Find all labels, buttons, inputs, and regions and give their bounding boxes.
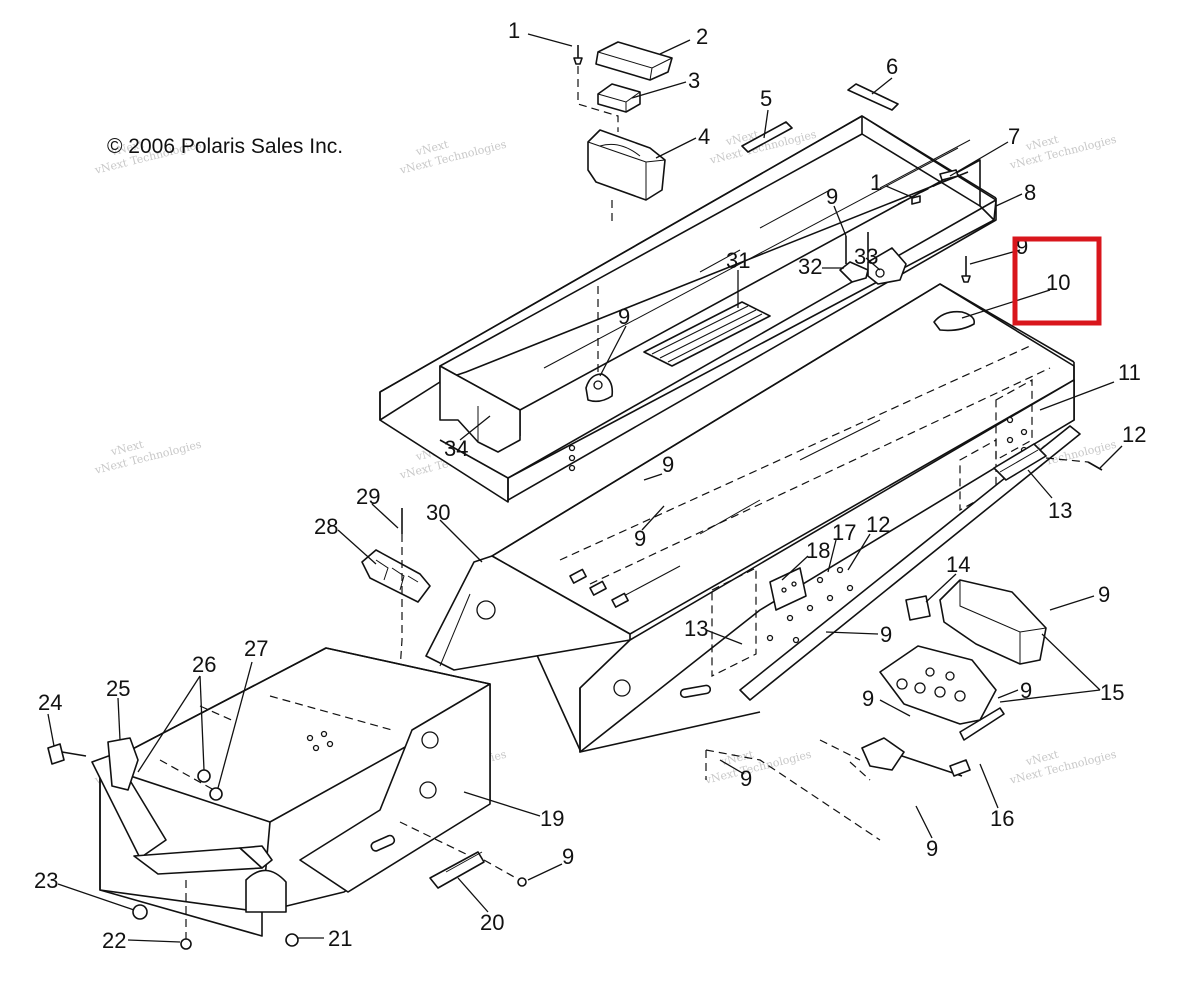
callout-9: 9 xyxy=(662,452,674,477)
callout-11: 11 xyxy=(1118,360,1141,385)
callout-29: 29 xyxy=(356,484,380,509)
callout-9: 9 xyxy=(880,622,892,647)
callout-34: 34 xyxy=(444,436,468,461)
upper-frame xyxy=(379,115,997,503)
svg-text:vNext Technologies: vNext Technologies xyxy=(93,438,203,477)
copyright-notice: © 2006 Polaris Sales Inc. xyxy=(107,135,343,158)
callout-13: 13 xyxy=(1048,498,1072,523)
callout-15: 15 xyxy=(1100,680,1124,705)
callout-24: 24 xyxy=(38,690,62,715)
callout-1: 1 xyxy=(508,18,520,43)
callout-33: 33 xyxy=(854,244,878,269)
callout-9: 9 xyxy=(926,836,938,861)
footrest-assembly xyxy=(47,647,527,950)
callout-18: 18 xyxy=(806,538,830,563)
callout-14: 14 xyxy=(946,552,970,577)
callout-6: 6 xyxy=(886,54,898,79)
watermark: vNext vNext Technologies xyxy=(1008,133,1118,172)
callout-32: 32 xyxy=(798,254,822,279)
leader-lines xyxy=(47,33,1123,943)
callout-25: 25 xyxy=(106,676,130,701)
callout-2: 2 xyxy=(696,24,708,49)
callout-1: 1 xyxy=(870,170,882,195)
callout-12: 12 xyxy=(1122,422,1146,447)
callout-23: 23 xyxy=(34,868,58,893)
callout-9: 9 xyxy=(634,526,646,551)
callout-9: 9 xyxy=(562,844,574,869)
callout-labels: 1 2 3 4 5 6 7 1 8 9 9 10 11 12 13 9 31 3… xyxy=(34,18,1146,953)
callout-9: 9 xyxy=(1098,582,1110,607)
callout-16: 16 xyxy=(990,806,1014,831)
callout-12: 12 xyxy=(866,512,890,537)
watermark: vNext vNext Technologies xyxy=(93,438,203,477)
part-cap-assembly xyxy=(573,41,673,222)
callout-9: 9 xyxy=(862,686,874,711)
svg-text:vNext Technologies: vNext Technologies xyxy=(703,748,813,787)
callout-8: 8 xyxy=(1024,180,1036,205)
callout-3: 3 xyxy=(688,68,700,93)
callout-7: 7 xyxy=(1008,124,1020,149)
callout-21: 21 xyxy=(328,926,352,951)
callout-9: 9 xyxy=(826,184,838,209)
callout-28: 28 xyxy=(314,514,338,539)
watermark: vNext vNext Technologies xyxy=(1008,748,1118,787)
callout-17: 17 xyxy=(832,520,856,545)
callout-20: 20 xyxy=(480,910,504,935)
part-5-strip xyxy=(741,121,793,153)
watermark: vNext vNext Technologies xyxy=(703,748,813,787)
callout-5: 5 xyxy=(760,86,772,111)
slide-rails xyxy=(739,425,1081,777)
watermark: vNext vNext Technologies xyxy=(398,138,508,177)
part-14-15-housing xyxy=(705,579,1047,841)
callout-27: 27 xyxy=(244,636,268,661)
svg-text:vNext Technologies: vNext Technologies xyxy=(398,138,508,177)
callout-10: 10 xyxy=(1046,270,1070,295)
svg-text:vNext Technologies: vNext Technologies xyxy=(1008,133,1118,172)
callout-9: 9 xyxy=(618,304,630,329)
highlight-box xyxy=(1012,236,1102,326)
callout-4: 4 xyxy=(698,124,710,149)
callout-9: 9 xyxy=(740,766,752,791)
callout-19: 19 xyxy=(540,806,564,831)
svg-text:vNext Technologies: vNext Technologies xyxy=(1008,748,1118,787)
callout-30: 30 xyxy=(426,500,450,525)
callout-22: 22 xyxy=(102,928,126,953)
part-13-bracket xyxy=(993,443,1103,481)
callout-31: 31 xyxy=(726,248,750,273)
part-6-strip xyxy=(847,83,899,111)
callout-13: 13 xyxy=(684,616,708,641)
part-10-cap xyxy=(933,256,976,332)
callout-26: 26 xyxy=(192,652,216,677)
callout-9: 9 xyxy=(1020,678,1032,703)
